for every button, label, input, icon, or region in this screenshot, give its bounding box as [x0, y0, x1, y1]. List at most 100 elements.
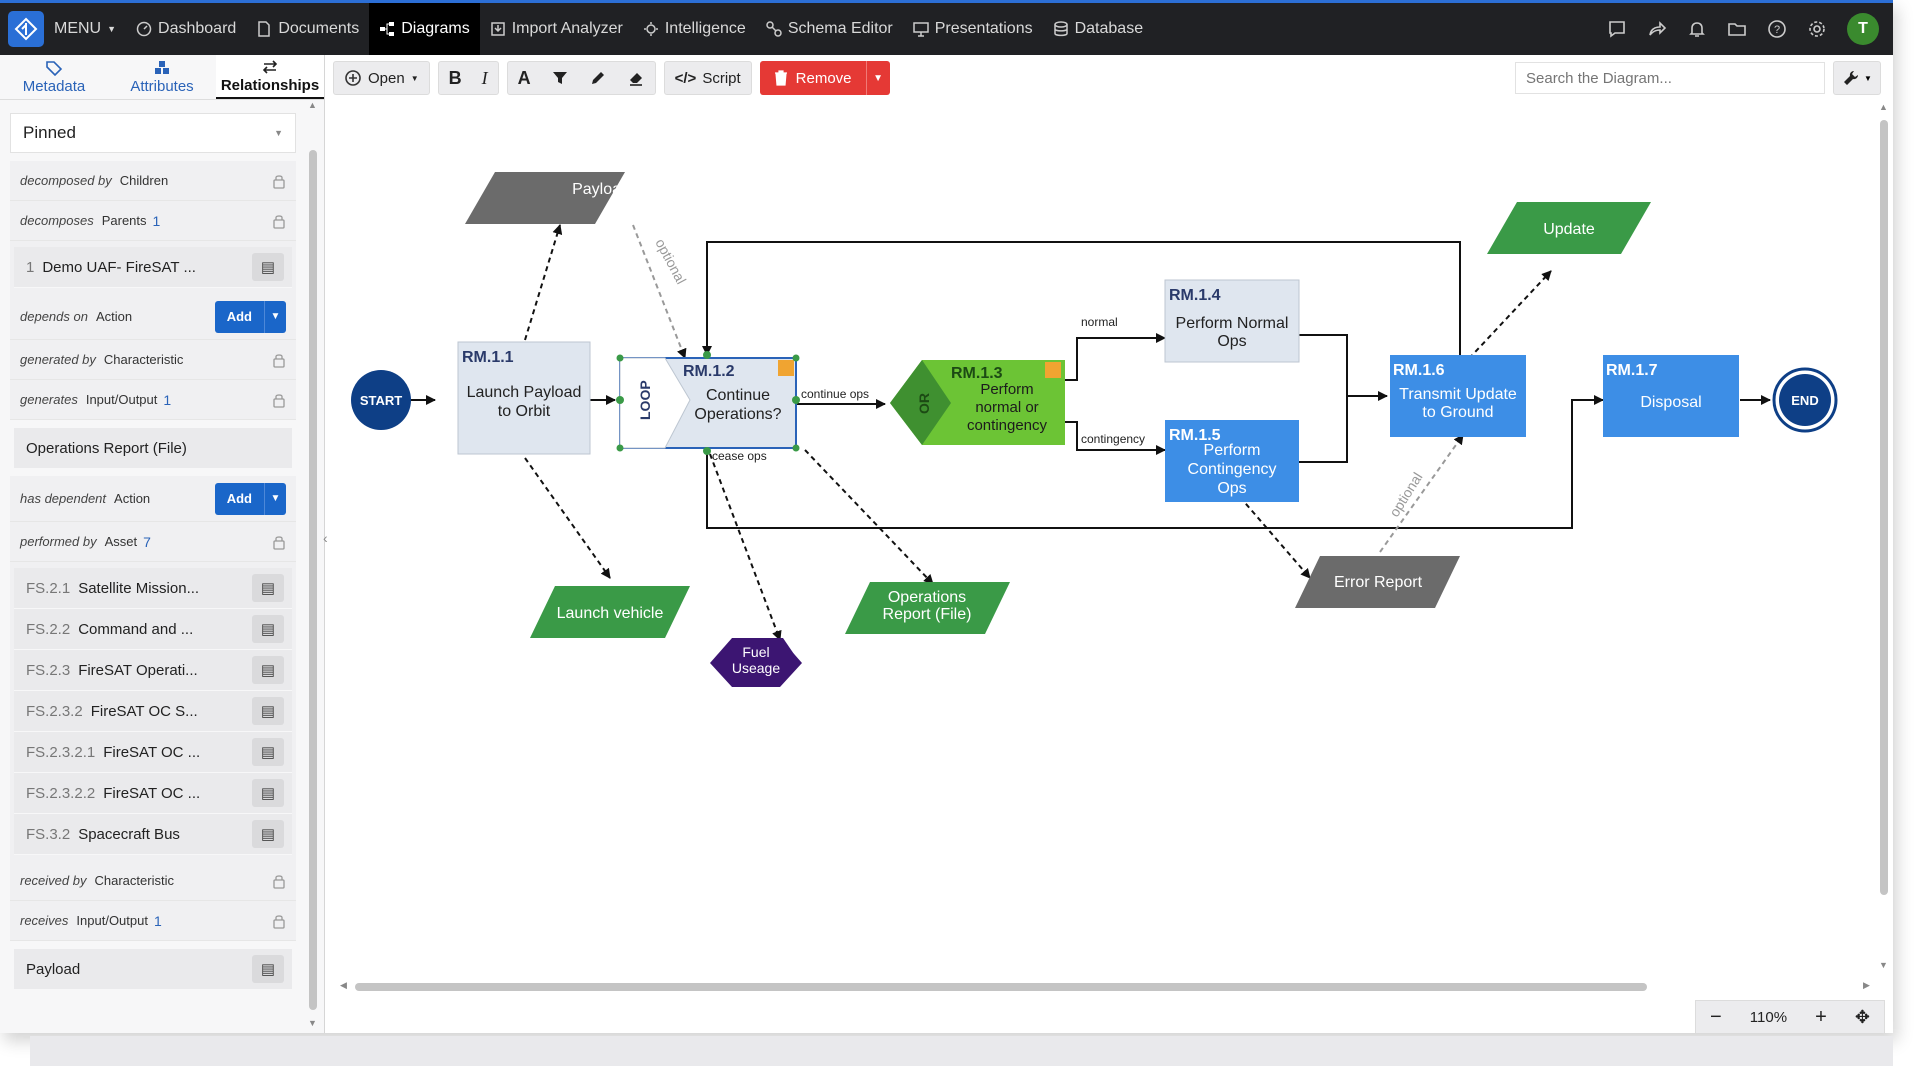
collapse-panel-icon[interactable]: ‹: [323, 530, 328, 546]
remove-button[interactable]: Remove ▼: [759, 61, 890, 95]
lock-icon[interactable]: [272, 213, 286, 229]
fit-move-icon[interactable]: ✥: [1854, 1006, 1870, 1027]
user-avatar[interactable]: T: [1847, 13, 1879, 45]
scroll-right-icon[interactable]: ▶: [1863, 980, 1870, 990]
lock-icon[interactable]: [272, 392, 286, 408]
nav-schema-editor[interactable]: Schema Editor: [756, 3, 903, 55]
folder-icon[interactable]: [1727, 19, 1747, 39]
action-rm-1-4[interactable]: RM.1.4 Perform Normal Ops: [1164, 279, 1300, 363]
action-rm-1-5[interactable]: RM.1.5 Perform Contingency Ops: [1165, 420, 1299, 502]
canvas-horizontal-scrollbar[interactable]: ◀ ▶: [340, 980, 1875, 994]
io-error-report[interactable]: Error Report: [1295, 556, 1460, 608]
start-node[interactable]: START: [351, 370, 411, 430]
list-item[interactable]: Payload ▤: [14, 949, 292, 989]
lock-icon[interactable]: [272, 913, 286, 929]
share-icon[interactable]: [1647, 19, 1667, 39]
nav-presentations[interactable]: Presentations: [903, 3, 1043, 55]
caret-down-icon[interactable]: ▼: [865, 61, 890, 95]
action-rm-1-6[interactable]: RM.1.6 Transmit Update to Ground: [1390, 355, 1526, 437]
scroll-down-icon[interactable]: ▼: [1879, 960, 1888, 970]
diagram-canvas[interactable]: continue ops cease ops normal contingenc…: [335, 100, 1880, 980]
io-launch-vehicle[interactable]: Launch vehicle: [530, 586, 690, 638]
script-button[interactable]: </> Script: [665, 62, 751, 94]
card-icon[interactable]: ▤: [252, 779, 284, 807]
lock-icon[interactable]: [272, 352, 286, 368]
settings-gear-icon[interactable]: [1807, 19, 1827, 39]
remove-main[interactable]: Remove: [759, 61, 866, 95]
pen-button[interactable]: [579, 62, 617, 94]
card-icon[interactable]: ▤: [252, 615, 284, 643]
panel-scrollbar[interactable]: ▲ ▼: [307, 100, 319, 1030]
card-icon[interactable]: ▤: [252, 253, 284, 281]
open-button[interactable]: Open ▼: [334, 62, 429, 94]
scrollbar-thumb[interactable]: [1880, 120, 1888, 895]
zoom-out-icon[interactable]: −: [1710, 1005, 1722, 1028]
list-item[interactable]: 1 Demo UAF- FireSAT ... ▤: [14, 247, 292, 288]
scroll-down-icon[interactable]: ▼: [308, 1018, 317, 1028]
caret-down-icon[interactable]: ▼: [264, 300, 286, 333]
italic-button[interactable]: I: [472, 62, 498, 94]
tab-relationships[interactable]: Relationships: [216, 55, 324, 99]
nav-intelligence[interactable]: Intelligence: [633, 3, 756, 55]
zoom-in-icon[interactable]: +: [1815, 1005, 1827, 1028]
scroll-up-icon[interactable]: ▲: [308, 100, 317, 110]
eraser-button[interactable]: [617, 62, 655, 94]
action-rm-1-2-selected[interactable]: LOOP RM.1.2 Continue Operations?: [616, 351, 800, 455]
action-rm-1-1[interactable]: RM.1.1 Launch Payload to Orbit: [457, 341, 591, 455]
add-dependency-button[interactable]: Add ▼: [214, 300, 286, 333]
caret-down-icon[interactable]: ▼: [264, 482, 286, 515]
menu-button[interactable]: MENU ▼: [44, 3, 126, 55]
bell-icon[interactable]: [1687, 19, 1707, 39]
lock-icon[interactable]: [272, 534, 286, 550]
card-icon[interactable]: ▤: [252, 574, 284, 602]
card-icon[interactable]: ▤: [252, 738, 284, 766]
script-badge-icon[interactable]: [778, 360, 794, 376]
script-badge-icon[interactable]: [1045, 362, 1061, 378]
diagram-search-input[interactable]: [1515, 62, 1825, 94]
chat-icon[interactable]: [1607, 19, 1627, 39]
action-rm-1-7[interactable]: RM.1.7 Disposal: [1603, 355, 1739, 437]
scroll-up-icon[interactable]: ▲: [1879, 102, 1888, 112]
tools-button[interactable]: ▼: [1833, 61, 1881, 95]
lock-icon[interactable]: [272, 173, 286, 189]
lock-icon[interactable]: [272, 873, 286, 889]
io-payload[interactable]: Payload: [465, 172, 630, 224]
app-logo-icon[interactable]: [8, 11, 44, 47]
add-dependent-button[interactable]: Add ▼: [214, 482, 286, 515]
card-icon[interactable]: ▤: [252, 955, 284, 983]
scroll-left-icon[interactable]: ◀: [340, 980, 347, 990]
fill-button[interactable]: [541, 62, 579, 94]
card-icon[interactable]: ▤: [252, 656, 284, 684]
font-color-button[interactable]: A: [508, 62, 541, 94]
end-node[interactable]: END: [1772, 367, 1838, 433]
tab-attributes[interactable]: Attributes: [108, 55, 216, 99]
io-update[interactable]: Update: [1487, 202, 1651, 254]
card-icon[interactable]: ▤: [252, 697, 284, 725]
card-icon[interactable]: ▤: [252, 820, 284, 848]
nav-documents[interactable]: Documents: [246, 3, 369, 55]
scrollbar-thumb[interactable]: [355, 983, 1647, 991]
nav-diagrams[interactable]: Diagrams: [369, 3, 480, 55]
bold-button[interactable]: B: [439, 62, 472, 94]
nav-import-analyzer[interactable]: Import Analyzer: [480, 3, 633, 55]
help-icon[interactable]: ?: [1767, 19, 1787, 39]
io-fuel-usage[interactable]: Fuel Useage: [710, 638, 802, 687]
filter-select[interactable]: Pinned ▼: [10, 113, 296, 153]
selection-handles[interactable]: [616, 351, 800, 455]
scrollbar-thumb[interactable]: [309, 150, 317, 1010]
canvas-vertical-scrollbar[interactable]: ▲ ▼: [1878, 100, 1890, 980]
rm115-name-1: Perform: [1204, 442, 1261, 459]
list-item[interactable]: Operations Report (File): [14, 428, 292, 468]
nav-database[interactable]: Database: [1043, 3, 1154, 55]
tab-metadata[interactable]: Metadata: [0, 55, 108, 99]
io-operations-report[interactable]: Operations Report (File): [845, 582, 1010, 634]
action-rm-1-3[interactable]: OR RM.1.3 Perform normal or contingency: [890, 360, 1065, 445]
nav-dashboard[interactable]: Dashboard: [126, 3, 246, 55]
